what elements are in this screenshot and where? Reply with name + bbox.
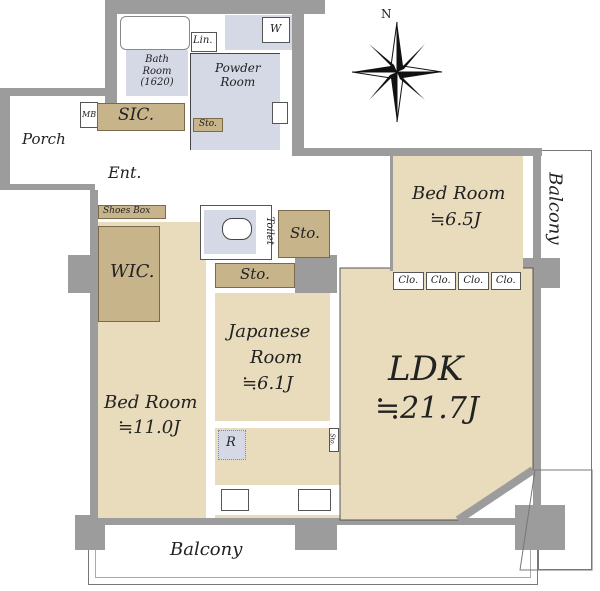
storage-toilet-label: Sto. [290, 224, 320, 242]
sink-icon [298, 489, 331, 511]
storage-kitchen [329, 428, 339, 452]
bath-room-label: Bath Room (1620) [126, 54, 188, 89]
storage-japanese [215, 263, 295, 288]
refrigerator [218, 430, 246, 460]
toilet-bowl [222, 218, 252, 240]
stove-icon [221, 489, 249, 511]
powder-line1: Powder [215, 61, 261, 75]
column-left [68, 255, 98, 293]
column-bottom-mid [295, 515, 337, 550]
linen-label: Lin. [193, 35, 213, 46]
wall-porch-bottom [0, 184, 95, 190]
meter-box-label: MB [82, 110, 97, 119]
bed-small-size: ≒6.5J [430, 209, 481, 230]
powder-room-label: Powder Room [215, 61, 261, 90]
storage-japanese-label: Sto. [240, 265, 270, 283]
compass-north-label: N [381, 7, 392, 21]
wall-porch [0, 88, 105, 96]
japanese-label-2: Room [250, 347, 303, 368]
powder-line2: Room [220, 74, 256, 89]
wall-right [533, 150, 541, 520]
washer-label: W [270, 22, 282, 35]
wic-label: WIC. [110, 261, 155, 282]
storage-small-label: Sto. [199, 119, 217, 129]
wall-right-wet [292, 0, 304, 155]
wall-left-wet [105, 0, 117, 105]
bath-line3: (1620) [140, 77, 174, 88]
closet-3: Clo. [458, 272, 489, 290]
japanese-label-1: Japanese [228, 321, 311, 342]
bed-main-size: ≒11.0J [118, 417, 181, 438]
entrance-label: Ent. [108, 163, 142, 182]
shoes-box-label: Shoes Box [103, 206, 151, 216]
bathtub [120, 16, 190, 50]
powder-room [190, 53, 280, 150]
closet-1: Clo. [393, 272, 424, 290]
ldk-label: LDK [388, 349, 464, 389]
closet-2: Clo. [425, 272, 456, 290]
washer [262, 17, 290, 43]
japanese-size: ≒6.1J [242, 373, 293, 394]
shoe-in-closet [97, 103, 185, 131]
closets: Clo. Clo. Clo. Clo. [393, 272, 521, 290]
porch-label: Porch [22, 130, 66, 148]
column-mid [295, 255, 337, 293]
balcony-bottom-rail [95, 530, 531, 578]
wall-left [90, 190, 98, 530]
walk-in-closet [98, 226, 160, 322]
storage-small [193, 118, 223, 132]
bed-room-small [390, 156, 523, 271]
balcony-bottom-label: Balcony [170, 539, 243, 560]
column-bottom-left [75, 515, 105, 550]
refrigerator-label: R [226, 435, 236, 450]
closet-4: Clo. [490, 272, 521, 290]
bath-line1: Bath [145, 54, 169, 65]
wall-top-wet [105, 0, 325, 14]
storage-toilet [278, 210, 330, 258]
sic-label: SIC. [118, 105, 155, 125]
japanese-room [215, 293, 333, 421]
ldk-size: ≒21.7J [375, 391, 479, 426]
bed-small-label: Bed Room [412, 183, 506, 204]
wall-porch-left [0, 88, 10, 190]
shoes-box [98, 205, 166, 219]
bed-main-label: Bed Room [104, 392, 198, 413]
linen-closet [191, 32, 217, 52]
washbasin [272, 102, 288, 124]
bath-room [126, 50, 188, 96]
bath-line2: Room [142, 65, 172, 77]
wall-top-bed [292, 148, 542, 156]
